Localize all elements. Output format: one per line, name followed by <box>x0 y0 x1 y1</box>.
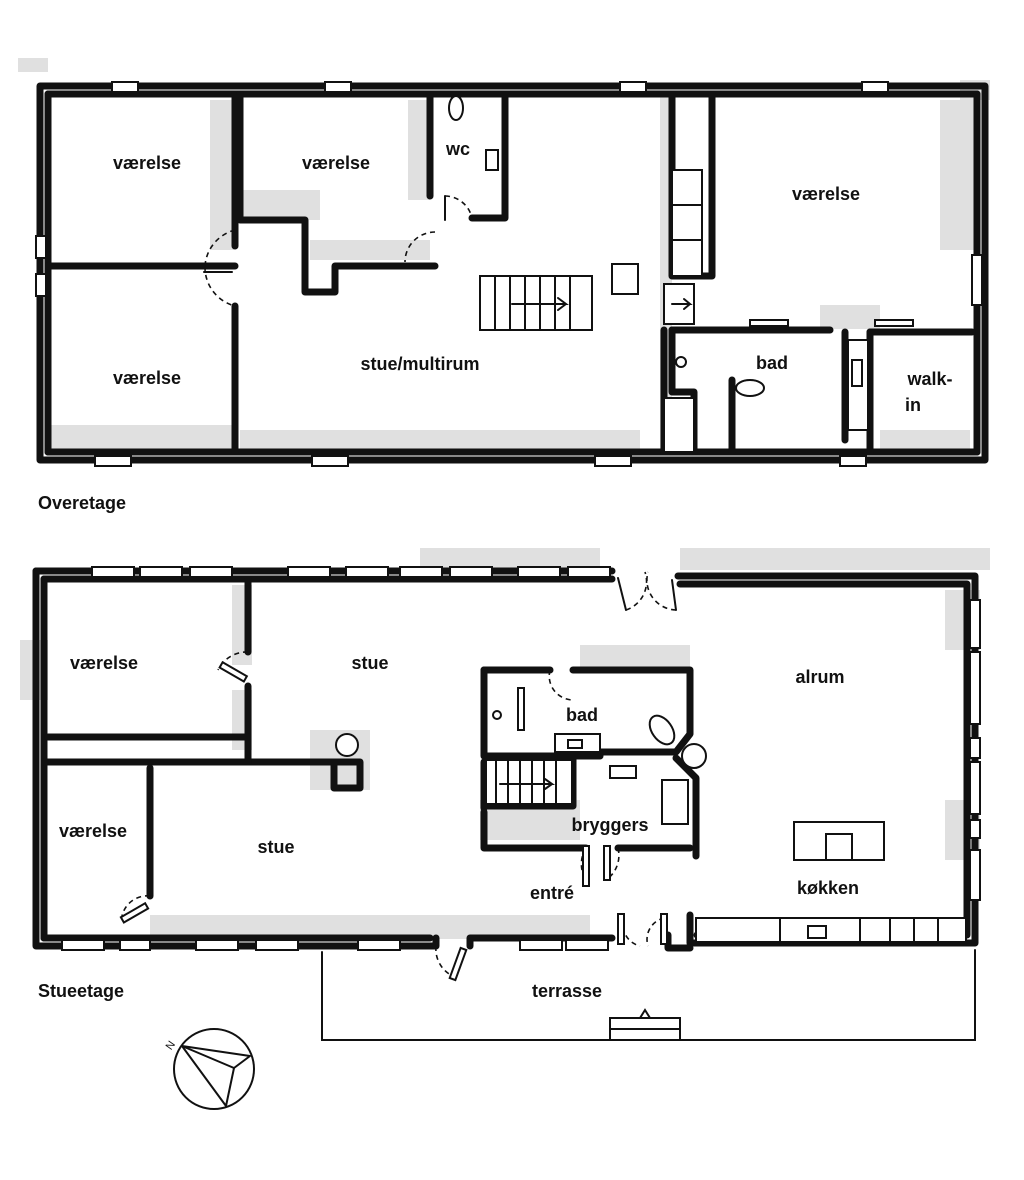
ground-floor-walls <box>32 567 979 952</box>
upper-floor-plan: værelse værelse wc værelse værelse stue/… <box>18 58 990 513</box>
ground-family-label: alrum <box>795 667 844 687</box>
ground-terrace-label: terrasse <box>532 981 602 1001</box>
upper-living-label: stue/multirum <box>360 354 479 374</box>
ground-floor-windows <box>61 566 981 951</box>
upper-room-label-2: værelse <box>302 153 370 173</box>
upper-floor-fixtures <box>448 95 869 453</box>
upper-room-label-1: værelse <box>113 153 181 173</box>
upper-floor-shading <box>18 58 990 455</box>
upper-floor-walls <box>36 82 989 464</box>
compass-rose: N <box>164 1028 255 1110</box>
ground-utility-label: bryggers <box>571 815 648 835</box>
upper-walkin-label-line1: walk- <box>906 369 952 389</box>
ground-bath-label: bad <box>566 705 598 725</box>
ground-room-label-1: værelse <box>70 653 138 673</box>
upper-room-label-3: værelse <box>792 184 860 204</box>
upper-bath-label: bad <box>756 353 788 373</box>
ground-living-label-2: stue <box>257 837 294 857</box>
ground-living-label-1: stue <box>351 653 388 673</box>
upper-floor-windows <box>35 81 983 467</box>
ground-room-label-2: værelse <box>59 821 127 841</box>
upper-floor-title: Overetage <box>38 493 126 513</box>
ground-floor-fixtures <box>335 687 939 943</box>
upper-walkin-label-line2: in <box>905 395 921 415</box>
ground-floor-plan: værelse stue værelse stue bad bryggers e… <box>20 548 990 1041</box>
ground-floor-title: Stueetage <box>38 981 124 1001</box>
upper-wc-label: wc <box>445 139 470 159</box>
compass-north-label: N <box>164 1039 178 1052</box>
terrace-outline <box>321 949 976 1041</box>
upper-floor-doors <box>203 195 914 327</box>
ground-kitchen-label: køkken <box>797 878 859 898</box>
ground-floor-doors <box>119 571 677 982</box>
ground-entrance-label: entré <box>530 883 574 903</box>
upper-room-label-4: værelse <box>113 368 181 388</box>
ground-floor-shading <box>20 548 990 939</box>
compass-circle <box>173 1028 255 1110</box>
